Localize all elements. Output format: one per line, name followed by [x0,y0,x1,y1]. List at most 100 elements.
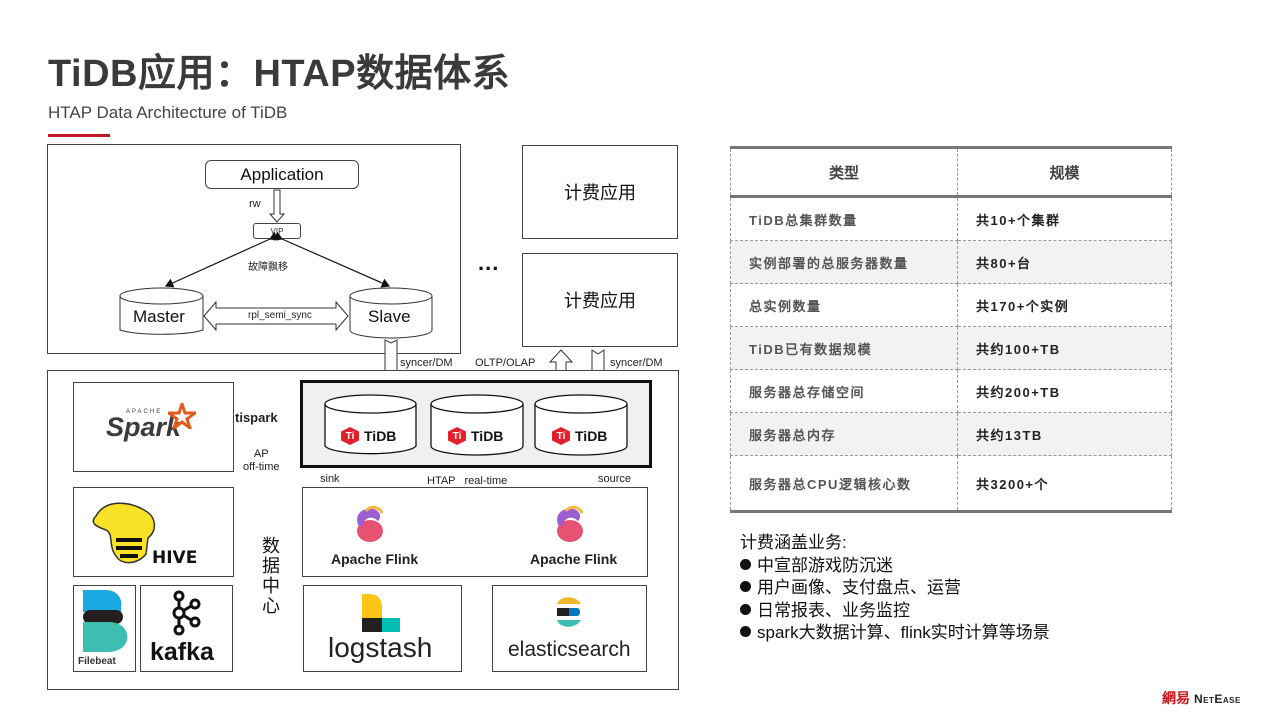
ellipsis: ... [478,250,500,275]
bullet-icon [740,581,751,592]
row-type: 服务器总内存 [730,412,958,456]
vip-slave-line [273,231,391,288]
rpl-semi-sync-label: rpl_semi_sync [248,310,312,321]
hive-box: HIVE [73,487,234,577]
tidb-node-label: TiDB [471,428,504,444]
tidb-node-label: TiDB [575,428,608,444]
oltp-olap-label: OLTP/OLAP [475,357,536,369]
business-item-text: 日常报表、业务监控 [757,600,910,620]
tidb-node-3: Ti TiDB [552,427,607,445]
table-row: TiDB总集群数量共10+个集群 [730,196,1172,241]
row-type: TiDB总集群数量 [730,196,958,241]
logstash-box: logstash [303,585,462,672]
table-row: 服务器总内存共约13TB [730,412,1172,456]
business-item: 中宣部游戏防沉迷 [740,555,1050,578]
bullet-icon [740,558,751,570]
kafka-label: kafka [150,638,214,666]
spark-box: APACHE Spark [73,382,234,472]
master-label: Master [133,307,185,326]
row-scale: 共10+个集群 [957,196,1172,241]
row-type: TiDB已有数据规模 [730,326,958,370]
business-item-text: spark大数据计算、flink实时计算等场景 [757,623,1050,642]
row-type: 服务器总存储空间 [730,369,958,413]
business-item-text: 中宣部游戏防沉迷 [757,555,893,575]
flink-right-icon [557,505,584,542]
tidb-node-label: TiDB [364,428,397,444]
spark-logo: APACHE Spark [106,409,182,442]
billing-app-box-1: 计费应用 [522,145,678,239]
hive-logo-icon [92,502,156,564]
row-scale: 共约13TB [957,412,1172,456]
rw-arrow [268,189,286,223]
row-scale: 共170+个实例 [957,283,1172,327]
row-scale: 共约200+TB [957,369,1172,413]
syncer-left-label: syncer/DM [400,357,453,369]
row-scale: 共3200+个 [957,455,1172,513]
slave-label: Slave [368,307,411,326]
netease-en: NetEase [1194,692,1241,706]
hive-label: HIVE [152,548,198,568]
column-header-type: 类型 [730,146,958,198]
elasticsearch-box: elasticsearch [492,585,647,672]
tidb-logo-icon: Ti [448,427,466,445]
table-row: 服务器总CPU逻辑核心数共3200+个 [730,455,1172,513]
netease-cn: 網易 [1162,690,1190,706]
slide-title: TiDB应用：HTAP数据体系 [48,53,511,95]
business-heading: 计费涵盖业务: [740,533,847,552]
table-row: 总实例数量共170+个实例 [730,283,1172,327]
tidb-node-cylinder-3 [534,394,628,456]
application-box: Application [205,160,359,189]
rw-label: rw [249,198,261,210]
logstash-label: logstash [328,632,433,663]
bullet-icon [740,626,751,637]
spark-name: Spark [106,412,182,442]
tidb-node-1: Ti TiDB [341,427,396,445]
source-label: source [598,473,632,485]
column-header-scale: 规模 [957,146,1172,198]
sink-label: sink [320,473,340,485]
vip-master-line [164,231,279,288]
table-row: 服务器总存储空间共约200+TB [730,369,1172,413]
filebeat-logo-icon [83,590,128,652]
business-item: 日常报表、业务监控 [740,600,1050,623]
billing-app-box-2: 计费应用 [522,253,678,347]
title-accent-line [48,134,110,137]
master-db-cylinder [119,287,204,335]
elasticsearch-logo-icon [557,597,581,627]
row-type: 服务器总CPU逻辑核心数 [730,455,958,513]
table-row: 实例部署的总服务器数量共80+台 [730,240,1172,284]
row-type: 总实例数量 [730,283,958,327]
logstash-logo-icon [362,594,400,632]
row-scale: 共80+台 [957,240,1172,284]
tidb-logo-icon: Ti [552,427,570,445]
tispark-label: tispark [235,410,278,425]
spark-apache-text: APACHE [126,409,163,415]
tidb-node-cylinder-2 [430,394,524,456]
slave-db-cylinder [349,287,433,339]
business-item: spark大数据计算、flink实时计算等场景 [740,622,1050,645]
kafka-logo-icon [172,590,201,636]
tidb-node-2: Ti TiDB [448,427,503,445]
data-center-label: 数据中心 [260,536,280,616]
business-item-text: 用户画像、支付盘点、运营 [757,578,961,597]
ap-offtime-label: AP off-time [243,448,280,473]
rpl-semi-sync-arrow [203,300,349,332]
netease-logo: 網易 NetEase [1162,688,1241,708]
flink-left-icon [357,505,384,542]
kafka-box: kafka [140,585,233,672]
htap-realtime-label: HTAP real-time [427,475,508,487]
elasticsearch-label: elasticsearch [508,638,631,661]
business-item: 用户画像、支付盘点、运营 [740,577,1050,600]
slide-subtitle: HTAP Data Architecture of TiDB [48,103,288,122]
business-coverage: 计费涵盖业务: 中宣部游戏防沉迷 用户画像、支付盘点、运营 日常报表、业务监控 … [740,532,1050,645]
spark-star-icon [168,403,196,429]
flink-left-label: Apache Flink [331,551,419,567]
row-type: 实例部署的总服务器数量 [730,240,958,284]
table-row: TiDB已有数据规模共约100+TB [730,326,1172,370]
tidb-logo-icon: Ti [341,427,359,445]
bullet-icon [740,603,751,615]
row-scale: 共约100+TB [957,326,1172,370]
stats-table: 类型 规模 TiDB总集群数量共10+个集群 实例部署的总服务器数量共80+台 … [730,146,1172,513]
filebeat-label: Filebeat [78,656,116,667]
syncer-right-label: syncer/DM [610,357,663,369]
